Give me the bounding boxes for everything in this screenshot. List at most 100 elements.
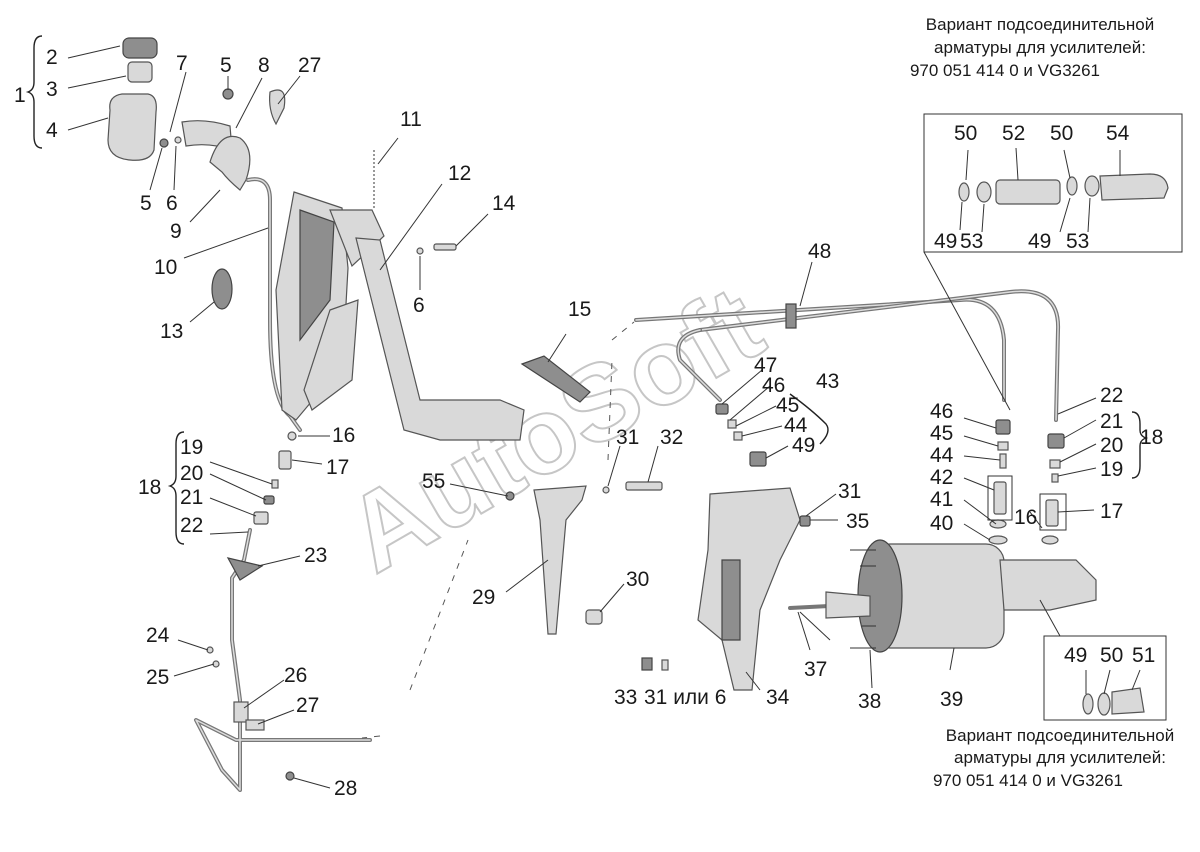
label-44-right: 44	[930, 444, 954, 467]
fitting-17-left	[278, 450, 292, 470]
pedal-lever-12	[355, 237, 525, 441]
label-44-mid: 44	[784, 414, 808, 437]
ring-45-right	[997, 441, 1009, 451]
label-41: 41	[930, 488, 953, 511]
nut-5	[222, 88, 234, 100]
label-31-mid: 31	[616, 426, 639, 449]
label-32: 32	[660, 426, 683, 449]
label-38: 38	[858, 690, 881, 713]
label-52: 52	[1002, 122, 1025, 145]
label-26: 26	[284, 664, 307, 687]
ring-50-bottom	[1097, 692, 1111, 716]
pipe-lower-left	[194, 528, 372, 792]
label-21-left: 21	[180, 486, 203, 509]
booster-valve-body	[999, 559, 1097, 611]
label-31-or-6: 31 или 6	[644, 686, 726, 709]
ring-16-right	[1041, 535, 1059, 545]
label-12: 12	[448, 162, 471, 185]
bolt-28	[285, 771, 295, 781]
reservoir-cap	[122, 37, 158, 59]
ring-19-left	[271, 479, 279, 489]
fitting-17-right	[1045, 499, 1059, 527]
label-55: 55	[422, 470, 445, 493]
nut-46-mid	[715, 403, 729, 415]
ring-44-mid	[733, 431, 743, 441]
label-49-bottom: 49	[1064, 644, 1087, 667]
variant-box-bottom	[1043, 635, 1167, 721]
label-43: 43	[816, 370, 839, 393]
ring-53-top-b	[1084, 175, 1100, 197]
label-49-top-a: 49	[934, 230, 957, 253]
label-4: 4	[46, 119, 58, 142]
label-50-top-b: 50	[1050, 122, 1073, 145]
fitting-42	[993, 481, 1007, 515]
washer-5	[159, 138, 169, 148]
label-16-left: 16	[332, 424, 355, 447]
label-49-mid: 49	[792, 434, 815, 457]
label-20-left: 20	[180, 462, 203, 485]
label-6-pin: 6	[413, 294, 425, 317]
ring-49-bottom	[1082, 693, 1094, 715]
bracket-34	[697, 487, 801, 691]
ring-16-left	[287, 431, 297, 441]
clamp-48	[785, 303, 797, 329]
ring-53-top-a	[976, 181, 992, 203]
caption-top-line1: Вариант подсоединительной	[926, 15, 1154, 34]
elbow-54	[1099, 173, 1169, 201]
reservoir-filter	[127, 61, 153, 83]
label-5-top: 5	[220, 54, 232, 77]
label-8: 8	[258, 54, 270, 77]
label-45-mid: 45	[776, 394, 799, 417]
ring-49-top-a	[958, 182, 970, 202]
caption-bottom-line2: арматуры для усилителей:	[954, 748, 1166, 767]
variant-box-top	[923, 113, 1183, 253]
label-17-right: 17	[1100, 500, 1123, 523]
clip-27-bottom	[245, 719, 265, 731]
label-34: 34	[766, 686, 790, 709]
washer-6	[174, 136, 182, 144]
label-22-left: 22	[180, 514, 203, 537]
nut-20-right	[1049, 459, 1061, 469]
label-46-mid: 46	[762, 374, 785, 397]
lever-29	[533, 485, 587, 635]
brace-18-right	[1131, 411, 1149, 479]
grommet-23	[226, 557, 264, 581]
clip-27-top	[269, 89, 286, 126]
ring-40	[988, 535, 1008, 545]
label-39: 39	[940, 688, 963, 711]
label-18-left: 18	[138, 476, 161, 499]
master-cylinder	[303, 299, 359, 411]
label-46-right: 46	[930, 400, 953, 423]
bolt-35	[799, 515, 811, 527]
brace-18-left	[167, 431, 185, 545]
label-47: 47	[754, 354, 777, 377]
label-21-right: 21	[1100, 410, 1123, 433]
nut-33	[641, 657, 653, 671]
label-22-right: 22	[1100, 384, 1123, 407]
pin-31	[602, 486, 610, 494]
leader-lines	[67, 45, 1141, 789]
reservoir-assembly	[107, 37, 158, 161]
label-51: 51	[1132, 644, 1155, 667]
brace-1	[25, 35, 43, 149]
label-30: 30	[626, 568, 649, 591]
washer-31-bottom	[661, 659, 669, 671]
label-50-top-a: 50	[954, 122, 977, 145]
label-28: 28	[334, 777, 357, 800]
label-9: 9	[170, 220, 182, 243]
label-14: 14	[492, 192, 516, 215]
label-10: 10	[154, 256, 177, 279]
label-29: 29	[472, 586, 495, 609]
clamp-26	[233, 701, 249, 723]
ring-49-top-b	[1066, 176, 1078, 196]
label-53-a: 53	[960, 230, 983, 253]
label-23: 23	[304, 544, 327, 567]
label-45-right: 45	[930, 422, 953, 445]
label-5-bottom: 5	[140, 192, 152, 215]
ring-45-mid	[727, 419, 737, 429]
washer-6-pin	[416, 247, 424, 255]
hose-bracket-9	[209, 135, 251, 191]
boot-37	[825, 591, 871, 619]
label-16-right: 16	[1014, 506, 1037, 529]
